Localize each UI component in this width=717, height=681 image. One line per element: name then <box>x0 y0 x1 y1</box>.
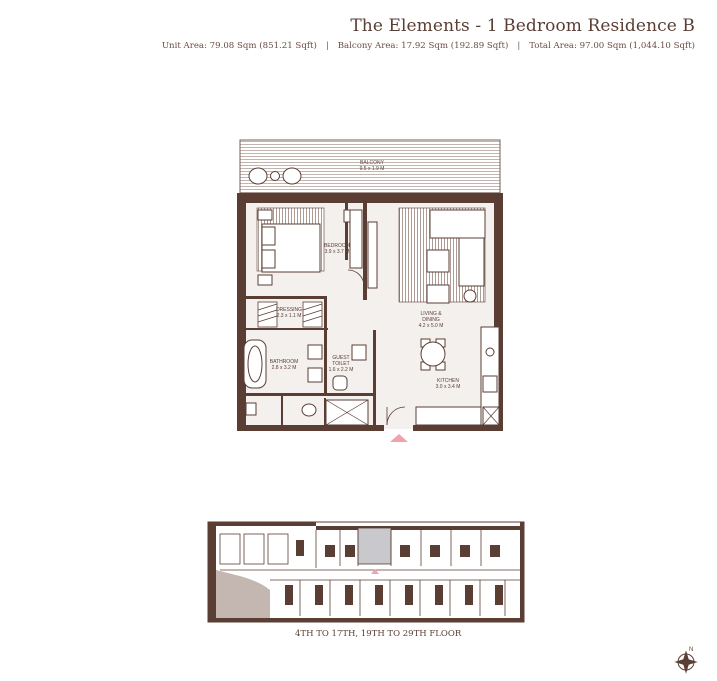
living-label-2: DINING <box>422 317 440 323</box>
guest-toilet-label-2: TOILET <box>332 361 349 367</box>
dressing-label: DRESSING <box>276 307 302 313</box>
dressing-cabinets <box>257 301 323 328</box>
bedroom-label: BEDROOM <box>324 243 350 249</box>
bathroom-label: BATHROOM <box>270 359 299 365</box>
separator: | <box>325 41 329 51</box>
floors-text: 4TH TO 17TH, 19TH TO 29TH FLOOR <box>295 629 462 639</box>
bathroom-size: 2.8 x 3.2 M <box>272 365 297 371</box>
bed <box>257 209 321 286</box>
unit-area: Unit Area: 79.08 Sqm (851.21 Sqft) <box>161 41 317 51</box>
key-plan <box>207 521 525 623</box>
kitchen-counters <box>415 326 500 426</box>
dressing-size: 2.3 x 1.1 M <box>277 313 302 319</box>
sofa <box>426 209 486 304</box>
balcony <box>239 139 501 194</box>
door-swings <box>347 269 406 426</box>
compass-icon: N <box>674 647 698 674</box>
living-label: LIVING & <box>420 311 442 317</box>
highlighted-unit <box>357 527 392 565</box>
bedroom-size: 3.9 x 3.7 M <box>325 249 350 255</box>
compass-north: N <box>689 647 693 653</box>
guest-toilet-label: GUEST <box>332 355 349 361</box>
separator: | <box>517 41 521 51</box>
dining-table <box>420 338 446 371</box>
area-summary: Unit Area: 79.08 Sqm (851.21 Sqft) | Balco… <box>162 41 695 51</box>
walls <box>237 193 503 431</box>
kitchen-size: 3.0 x 3.4 M <box>436 384 461 390</box>
balcony-label: BALCONY <box>360 160 385 166</box>
room-labels: BALCONY 9.5 x 1.9 M BEDROOM 3.9 x 3.7 M … <box>270 160 461 390</box>
balcony-size: 9.5 x 1.9 M <box>360 166 385 172</box>
balcony-chairs <box>248 167 302 185</box>
shower <box>325 399 369 426</box>
living-size: 4.2 x 5.0 M <box>419 323 444 329</box>
entry-marker <box>390 434 408 442</box>
desk <box>343 209 378 289</box>
kitchen-label: KITCHEN <box>437 378 459 384</box>
balcony-area: Balcony Area: 17.92 Sqm (192.89 Sqft) <box>337 41 509 51</box>
guest-toilet-size: 1.6 x 2.2 M <box>329 367 354 373</box>
bathroom-fixtures <box>243 339 367 417</box>
plan-title: The Elements - 1 Bedroom Residence B <box>350 16 695 36</box>
total-area: Total Area: 97.00 Sqm (1,044.10 Sqft) <box>529 41 695 51</box>
